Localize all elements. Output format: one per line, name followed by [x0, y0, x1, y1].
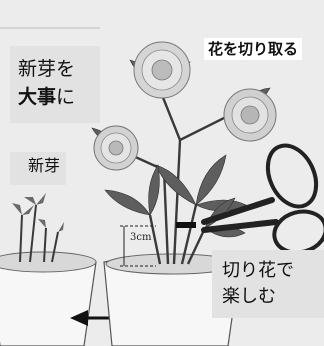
left-pot: [0, 193, 97, 346]
caption-new-buds: 新芽: [10, 152, 67, 185]
hellebore-flowers: [93, 41, 277, 171]
caption-enjoy-cut-flowers: 切り花で 楽しむ: [212, 250, 324, 319]
scissors-icon: [201, 143, 324, 255]
measurement-label: 3cm: [130, 232, 152, 243]
title-cut-flowers: 花を切り取る: [204, 38, 303, 60]
caption-rest: に: [56, 85, 76, 108]
caption-emphasis: 大事: [18, 85, 57, 108]
cut-marker: [176, 222, 196, 228]
caption-enjoy-line-2: 楽しむ: [222, 286, 276, 308]
caption-line-2: 大事に: [18, 84, 96, 112]
caption-line-1: 新芽を: [18, 58, 76, 80]
caption-enjoy-line-1: 切り花で: [222, 260, 294, 281]
caption-protect-new-buds: 新芽を 大事に: [10, 46, 100, 124]
measurement-guide: [120, 225, 156, 267]
